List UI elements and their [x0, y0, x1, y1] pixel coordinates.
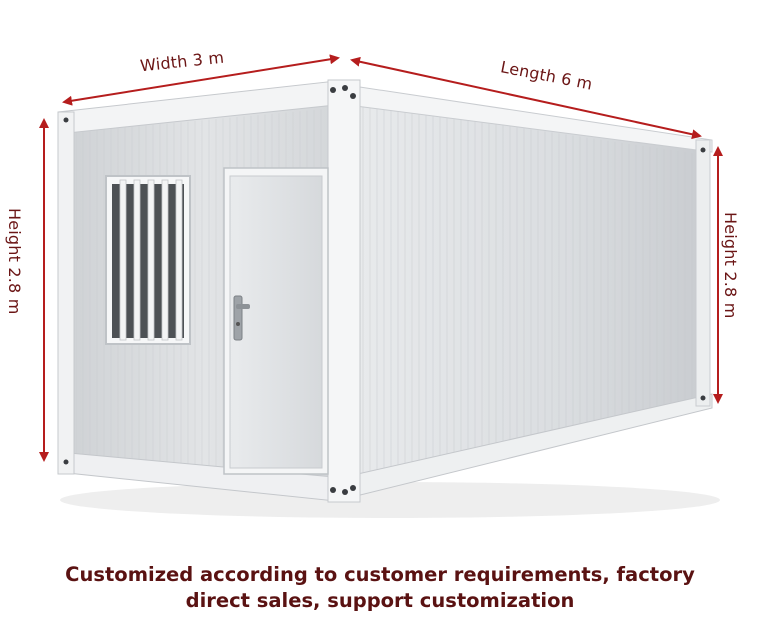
- door: [223, 167, 329, 475]
- caption: Customized according to customer require…: [0, 562, 760, 614]
- corner-fittings: [63, 85, 706, 495]
- caption-line-2: direct sales, support customization: [185, 589, 575, 612]
- caption-line-1: Customized according to customer require…: [65, 563, 695, 586]
- rear-corner-post: [695, 139, 711, 407]
- barred-window: [105, 175, 191, 345]
- front-left-post: [57, 111, 75, 475]
- side-wall-ribs: [360, 104, 698, 484]
- door-handle-icon: [233, 295, 250, 341]
- ground-shadow: [60, 482, 720, 518]
- dimension-arrows: [39, 54, 723, 462]
- front-right-post: [327, 79, 361, 503]
- width-arrow: [62, 54, 340, 106]
- height-label-left: Height 2.8 m: [5, 208, 24, 315]
- length-arrow: [350, 56, 702, 140]
- height-label-right: Height 2.8 m: [721, 212, 740, 319]
